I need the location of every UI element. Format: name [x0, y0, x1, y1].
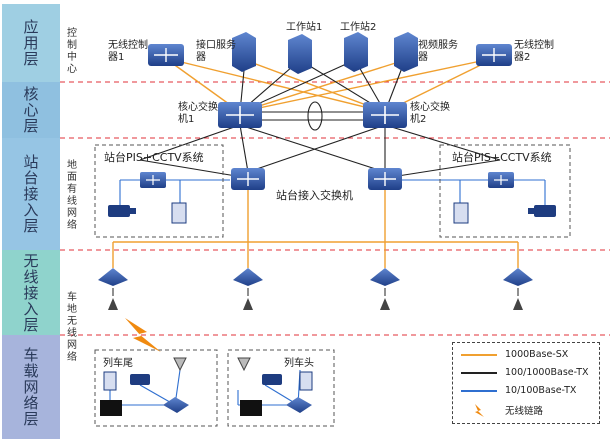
wireless-controller-2-icon — [476, 44, 512, 66]
train-head-display-icon — [299, 371, 313, 391]
legend-row-wireless: 无线链路 — [461, 403, 543, 417]
station-camera-left-icon — [108, 205, 136, 217]
label-if-server: 接口服务器 — [196, 40, 236, 63]
legend-label-fiber: 1000Base-SX — [505, 349, 569, 360]
legend-swatch-ethernet — [461, 389, 497, 392]
legend-label-copper: 100/1000Base-TX — [505, 367, 589, 378]
wireless-controller-1-icon — [148, 44, 184, 66]
layer-band-onboard — [2, 335, 60, 439]
legend-label-wireless: 无线链路 — [505, 406, 544, 417]
label-station-switch: 站台接入交换机 — [276, 189, 353, 202]
label-video-server: 视频服务器 — [418, 40, 458, 63]
layer-band-wireless — [2, 250, 60, 335]
access-point-2-icon — [233, 268, 263, 310]
legend-label-ethernet: 10/100Base-TX — [505, 385, 577, 396]
legend-swatch-wireless-bolt-icon — [461, 403, 497, 417]
access-point-3-icon — [370, 268, 400, 310]
train-tail-display-icon — [103, 371, 117, 391]
layer-label-wireless: 无线接入层 — [21, 252, 40, 333]
train-tail-host-icon — [100, 400, 122, 416]
side-label-train-ground-network: 车地无线网络 — [67, 292, 77, 363]
side-label-control-center: 控制中心 — [67, 28, 77, 75]
access-point-4-icon — [503, 268, 533, 310]
core-switch-1-icon — [218, 102, 262, 128]
legend-row-ethernet: 10/100Base-TX — [461, 385, 576, 396]
core-switch-2-icon — [363, 102, 407, 128]
title-station-left: 站台PIS+CCTV系统 — [104, 151, 204, 164]
legend: 1000Base-SX 100/1000Base-TX 10/100Base-T… — [452, 342, 600, 424]
legend-row-fiber: 1000Base-SX — [461, 349, 568, 360]
title-train-head: 列车头 — [284, 358, 314, 369]
title-train-tail: 列车尾 — [103, 358, 133, 369]
label-ws1: 工作站1 — [286, 22, 323, 33]
station-display-right-icon — [453, 202, 469, 224]
train-head-box — [227, 349, 335, 427]
video-server-icon — [394, 32, 418, 72]
station-access-switch-right-icon — [368, 168, 402, 190]
title-station-right: 站台PIS+CCTV系统 — [452, 151, 552, 164]
train-tail-box — [94, 349, 218, 427]
link-aggregation-ring — [307, 101, 323, 131]
layer-label-app: 应用层 — [21, 19, 40, 67]
station-small-switch-right — [488, 172, 514, 188]
side-label-ground-network: 地面有线网络 — [67, 160, 77, 231]
train-tail-camera-icon — [130, 374, 150, 385]
layer-band-core — [2, 82, 60, 138]
layer-label-core: 核心层 — [21, 86, 40, 134]
train-head-antenna-icon — [237, 357, 251, 372]
train-head-camera-icon — [262, 374, 282, 385]
train-tail-switch-icon — [163, 397, 189, 413]
station-box-left — [94, 144, 224, 238]
station-camera-right-icon — [528, 205, 556, 217]
layer-band-station — [2, 138, 60, 250]
layer-band-app — [2, 4, 60, 82]
workstation-2-icon — [344, 32, 368, 72]
train-head-switch-icon — [286, 397, 312, 413]
station-access-switch-left-icon — [231, 168, 265, 190]
station-box-right — [439, 144, 571, 238]
layer-label-station: 站台接入层 — [21, 154, 40, 234]
station-display-left-icon — [171, 202, 187, 224]
label-wlc2: 无线控制器2 — [514, 40, 554, 63]
wireless-link-bolt-icon — [125, 318, 161, 352]
label-wlc1: 无线控制器1 — [108, 40, 148, 63]
access-point-1-icon — [98, 268, 128, 310]
workstation-1-icon — [288, 34, 312, 74]
label-core2: 核心交换机2 — [410, 102, 450, 125]
legend-row-copper: 100/1000Base-TX — [461, 367, 589, 378]
label-core1: 核心交换机1 — [178, 102, 218, 125]
interface-server-icon — [232, 32, 256, 72]
legend-swatch-copper — [461, 371, 497, 374]
station-small-switch-left — [140, 172, 166, 188]
label-ws2: 工作站2 — [340, 22, 377, 33]
legend-swatch-fiber — [461, 353, 497, 356]
train-tail-antenna-icon — [173, 357, 187, 372]
layer-label-onboard: 车载网络层 — [21, 347, 40, 427]
train-head-host-icon — [240, 400, 262, 416]
